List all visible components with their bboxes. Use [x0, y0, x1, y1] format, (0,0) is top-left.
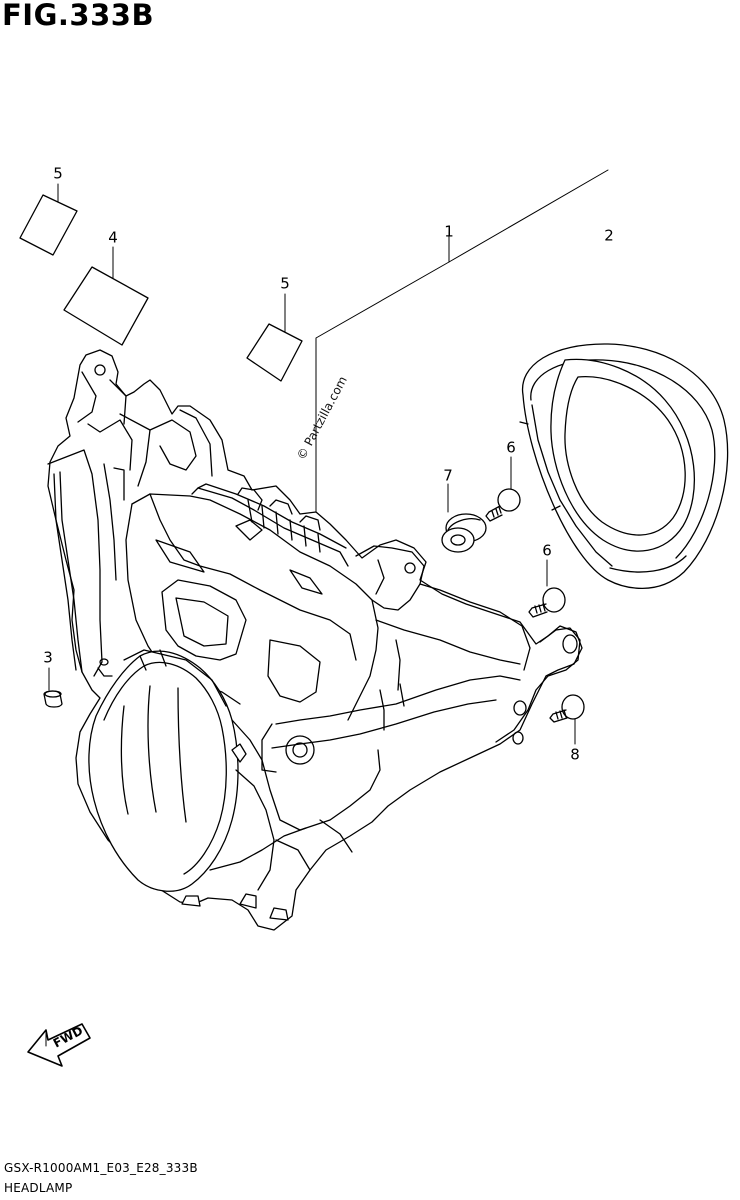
callout-3: 3 [43, 648, 53, 667]
fwd-arrow [28, 1024, 90, 1066]
drawing-name: HEADLAMP [4, 1181, 73, 1195]
callout-6-upper: 6 [506, 438, 516, 457]
callout-1: 1 [444, 222, 454, 241]
callout-8: 8 [570, 745, 580, 764]
callout-6-lower: 6 [542, 541, 552, 560]
callout-7: 7 [443, 466, 453, 485]
figure-title: FIG.333B [2, 0, 155, 32]
screw-8 [550, 695, 584, 722]
headlamp-assembly [48, 350, 582, 930]
callout-4: 4 [108, 228, 118, 247]
callout-2: 2 [604, 226, 614, 245]
callout-5-top: 5 [53, 164, 63, 183]
callout-5-center: 5 [280, 274, 290, 293]
headlamp-ring [520, 344, 728, 588]
label-sticker-5-center [247, 324, 302, 381]
label-sticker-4 [64, 267, 148, 345]
small-cap [44, 691, 62, 707]
leader-lines [49, 170, 608, 744]
drawing-code: GSX-R1000AM1_E03_E28_333B [4, 1161, 198, 1175]
grommet [442, 514, 486, 552]
label-sticker-5-top [20, 195, 77, 255]
screw-6-lower [529, 588, 565, 617]
screw-6-upper [486, 489, 520, 521]
